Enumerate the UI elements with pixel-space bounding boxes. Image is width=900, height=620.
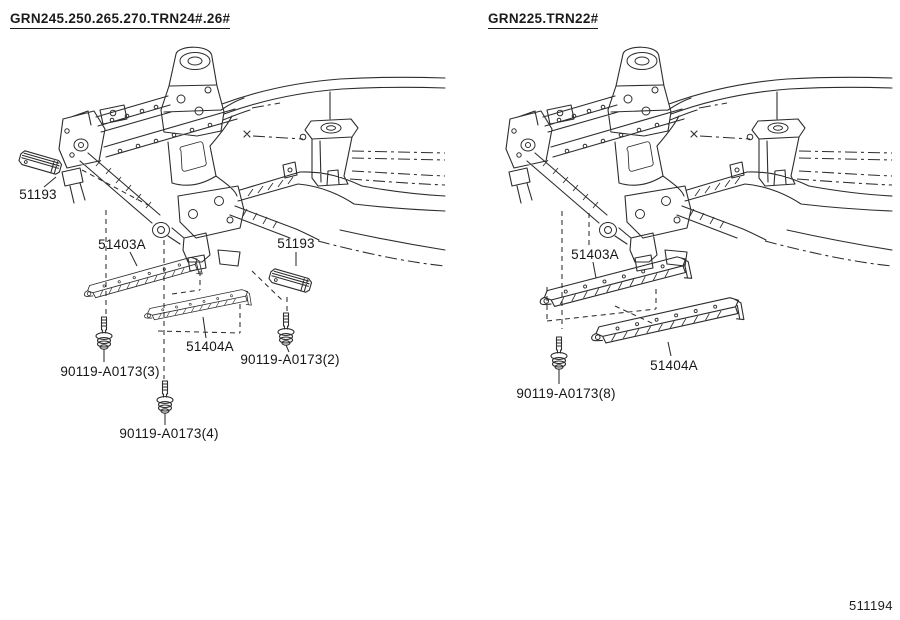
left-bolt-c-drawing: [156, 380, 174, 414]
right-leader-solid-lines: [558, 261, 672, 384]
part-number-label-51403A-left: 51403A: [98, 237, 146, 252]
left-leader-dashed-lines: [81, 169, 288, 379]
left-diagram-title: GRN245.250.265.270.TRN24#.26#: [10, 11, 231, 29]
part-number-label-bolt-8: 90119-A0173(8): [516, 386, 615, 401]
left-spacer-51193-a-drawing: [17, 149, 63, 176]
right-member-51403A-drawing: [536, 254, 693, 311]
left-spacer-51193-b-drawing: [267, 267, 313, 294]
part-number-label-bolt-2: 90119-A0173(2): [240, 352, 339, 367]
part-number-label-51404A-left: 51404A: [186, 339, 234, 354]
right-leader-dashed-lines: [546, 211, 657, 329]
figure-number: 511194: [849, 598, 893, 613]
right-member-51404A-drawing: [588, 295, 745, 347]
right-bolt-drawing: [550, 336, 568, 370]
part-number-label-51193-a: 51193: [19, 187, 57, 202]
right-frame-assembly-drawing: [505, 46, 893, 272]
right-diagram-title: GRN225.TRN22#: [488, 11, 599, 29]
part-number-label-51404A-right: 51404A: [650, 358, 698, 373]
left-leader-solid-lines: [43, 176, 297, 425]
left-bolt-b-drawing: [277, 312, 295, 346]
part-number-label-51403A-right: 51403A: [571, 247, 619, 262]
right-diagram: 51403A 51404A 90119-A0173(8): [505, 46, 893, 401]
left-member-51403A-drawing: [81, 255, 203, 302]
part-number-label-51193-b: 51193: [277, 236, 315, 251]
left-bolt-a-drawing: [95, 316, 113, 350]
part-number-label-bolt-3: 90119-A0173(3): [60, 364, 159, 379]
part-number-label-bolt-4: 90119-A0173(4): [119, 426, 218, 441]
left-diagram: 51193 51403A 51193 51404A 90119-A0173(3)…: [17, 46, 446, 441]
left-member-51404A-drawing: [142, 288, 252, 323]
